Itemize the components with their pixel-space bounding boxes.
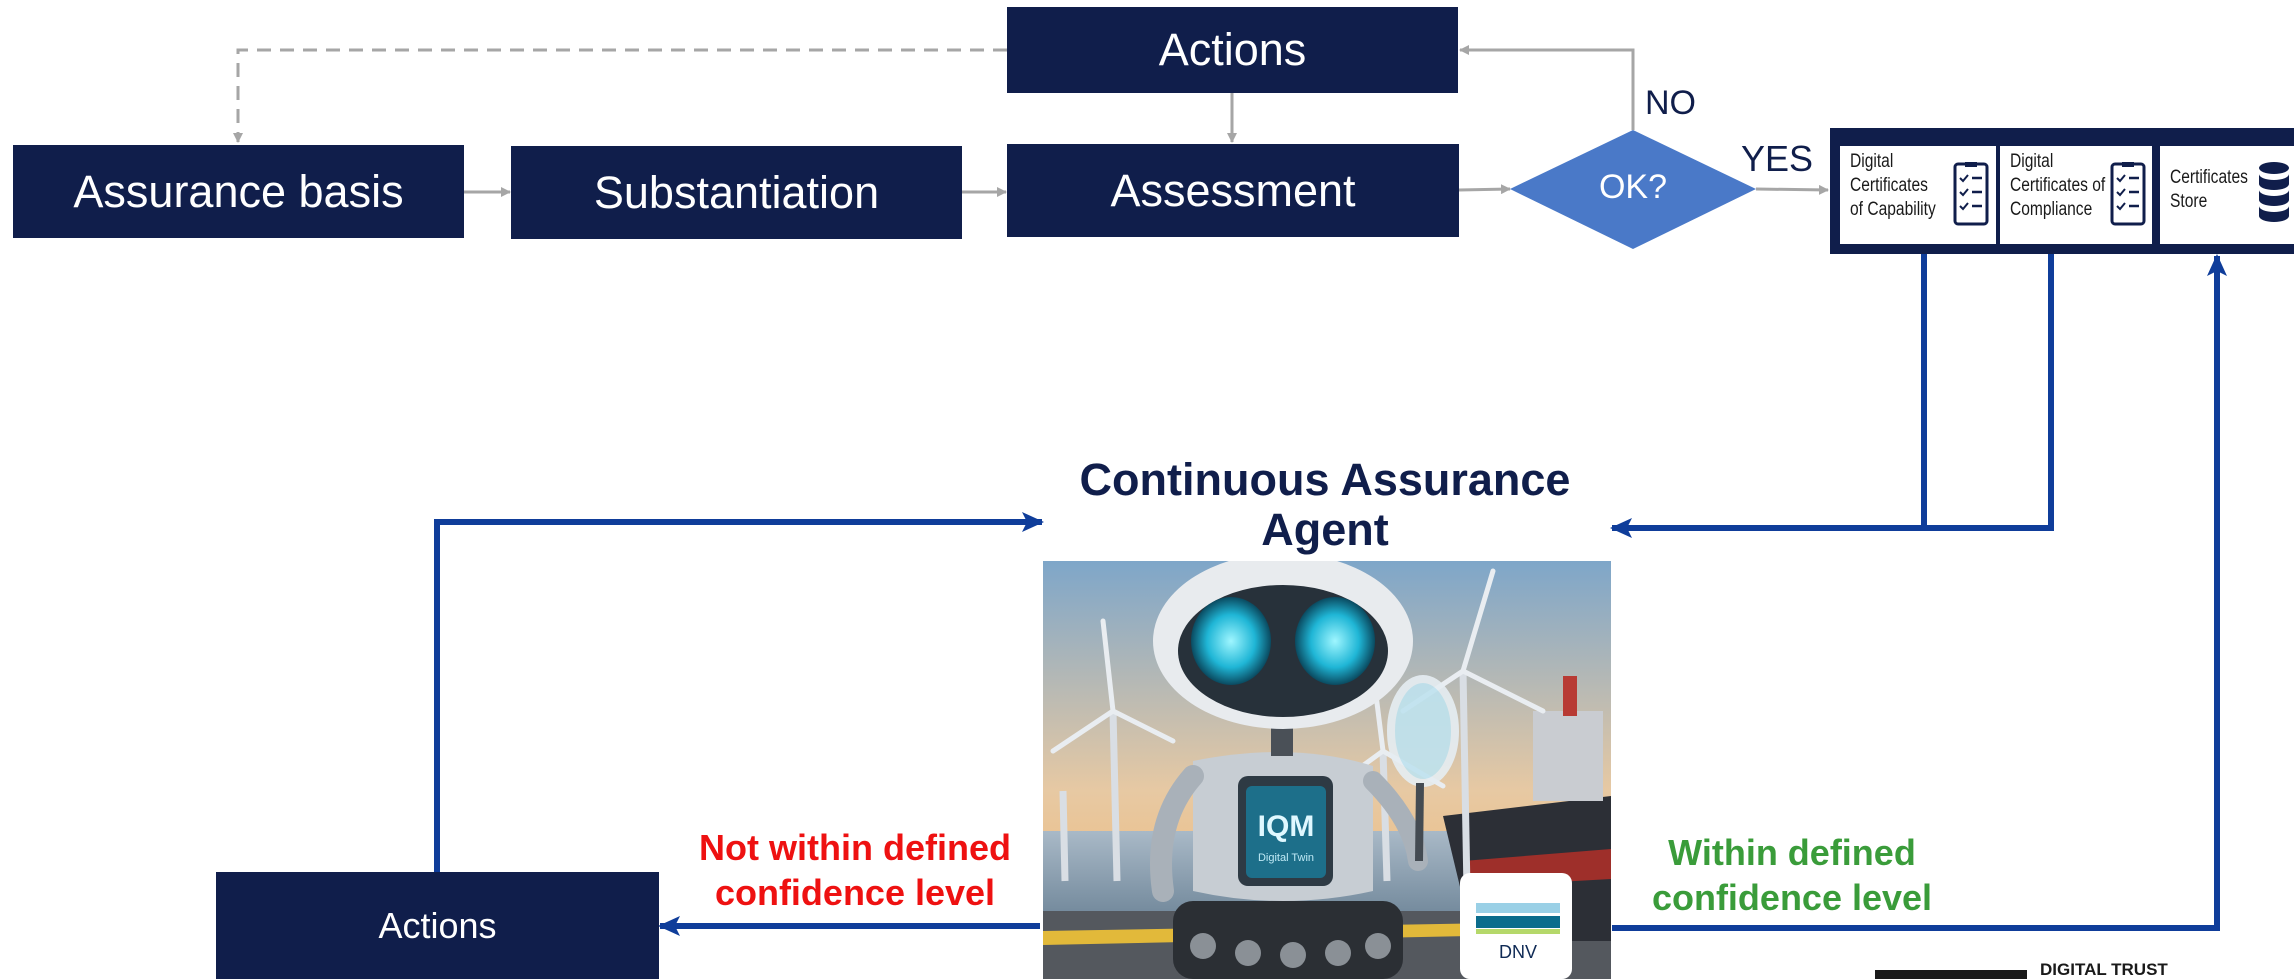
assessment-box: Assessment xyxy=(1007,144,1459,237)
substantiation-box: Substantiation xyxy=(511,146,962,239)
checklist-icon xyxy=(1953,162,1989,226)
agent-title-line2: Agent xyxy=(1261,504,1389,555)
assessment-label: Assessment xyxy=(1110,164,1356,216)
cert-capability-text: Digital Certificates of Capability xyxy=(1850,151,1936,220)
agent-illustration: IQM Digital Twin DNV xyxy=(1043,561,1611,979)
actions-bottom-box: Actions xyxy=(216,872,659,979)
checklist-icon xyxy=(2110,162,2146,226)
cert-compliance-text: Digital Certificates of Compliance xyxy=(2010,151,2106,220)
robot-scene: IQM Digital Twin DNV xyxy=(1043,561,1611,979)
assurance-basis-label: Assurance basis xyxy=(73,165,404,217)
actions-top-label: Actions xyxy=(1158,24,1307,75)
dashed-feedback-arrow xyxy=(233,48,1007,143)
database-icon xyxy=(2259,162,2289,222)
arrow-actions-to-agent xyxy=(434,512,1044,872)
arrow-no-to-actions xyxy=(1459,45,1635,130)
brand-text: DIGITAL TRUST xyxy=(2040,960,2168,979)
agent-title: Continuous Assurance Agent xyxy=(1030,455,1620,555)
dnv-badge-text: DNV xyxy=(1499,942,1537,962)
arrow-compliance-to-agent xyxy=(1610,254,2054,538)
substantiation-label: Substantiation xyxy=(593,166,880,218)
not-within-confidence-label: Not within defined confidence level xyxy=(699,827,1011,913)
arrow-capability-to-agent xyxy=(1612,254,1927,531)
robot-screen-sub: Digital Twin xyxy=(1258,852,1314,864)
agent-title-line1: Continuous Assurance xyxy=(1079,454,1571,505)
decision-no-label: NO xyxy=(1645,84,1696,122)
cert-store-text: Certificates Store xyxy=(2170,167,2248,212)
brand-logo-mark xyxy=(1875,970,2027,979)
arrow-agent-to-store xyxy=(1612,254,2227,931)
arrow-yes-to-certificates xyxy=(1755,184,1829,195)
arrow-assessment-to-decision xyxy=(1458,184,1511,195)
robot-screen-text: IQM xyxy=(1258,810,1315,843)
cert-store-card: Certificates Store xyxy=(2158,144,2294,246)
actions-top-box: Actions xyxy=(1007,7,1458,93)
actions-bottom-label: Actions xyxy=(378,904,497,946)
assurance-basis-box: Assurance basis xyxy=(13,145,464,238)
decision-yes-label: YES xyxy=(1741,138,1814,179)
within-confidence-label: Within defined confidence level xyxy=(1651,832,1933,918)
cert-capability-card: Digital Certificates of Capability xyxy=(1838,144,1998,246)
decision-diamond xyxy=(1510,130,1756,249)
cert-compliance-card: Digital Certificates of Compliance xyxy=(1998,144,2154,246)
decision-label: OK? xyxy=(1598,168,1668,206)
